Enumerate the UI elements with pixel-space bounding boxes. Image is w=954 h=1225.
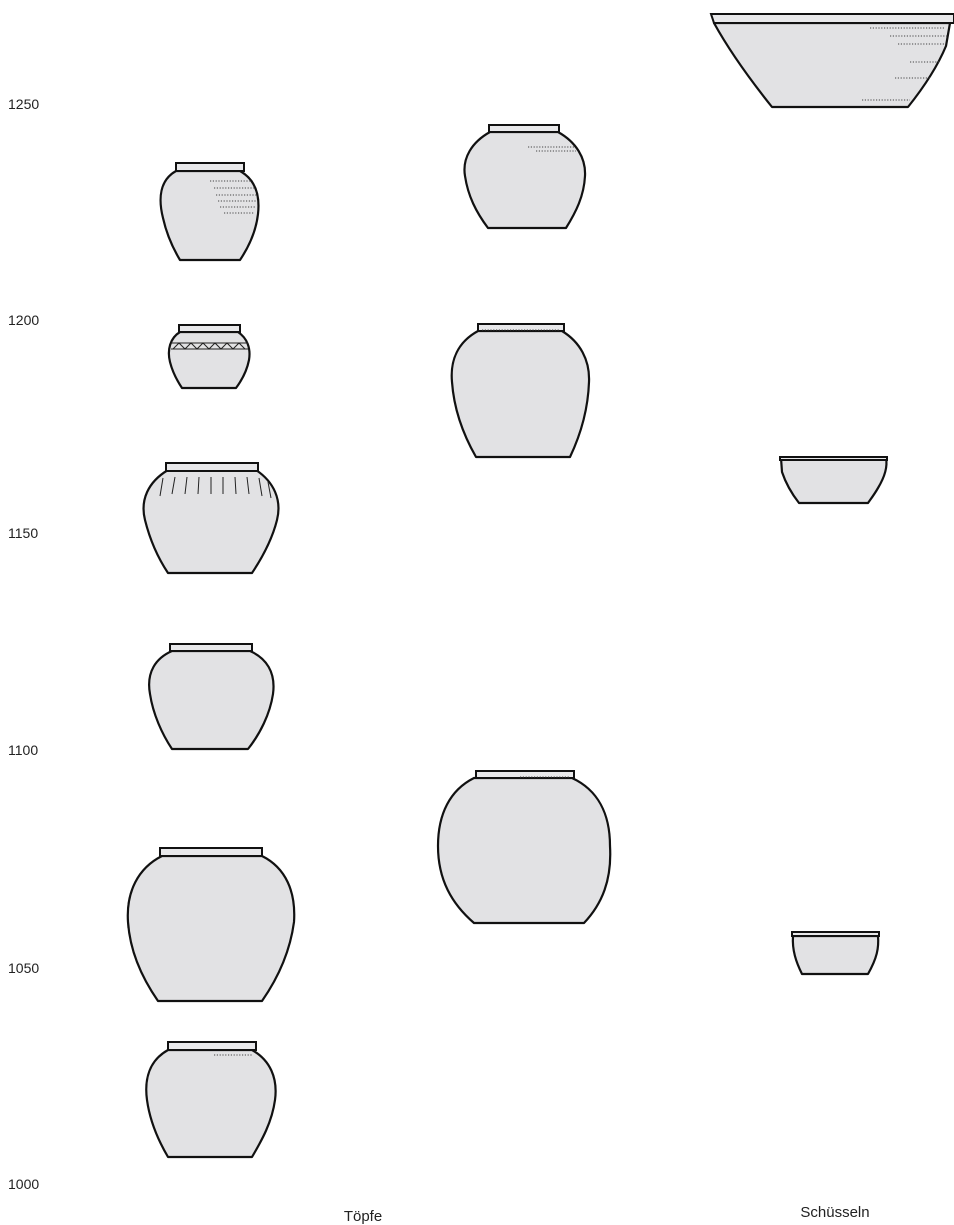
pot-drawing <box>128 848 294 1001</box>
pot-drawing <box>438 771 610 923</box>
pot-drawing <box>161 163 259 260</box>
pot-drawing <box>452 324 589 457</box>
column-label-bowls: Schüsseln <box>800 1205 869 1220</box>
pot-drawing <box>169 325 250 388</box>
pot-drawing <box>149 644 273 749</box>
pot-drawing <box>146 1042 275 1157</box>
pot-drawing <box>464 125 585 228</box>
bowl-drawing <box>780 457 887 503</box>
bowl-drawing <box>711 14 954 107</box>
pot-drawing <box>144 463 279 573</box>
bowl-drawing <box>792 932 879 974</box>
column-label-pots: Töpfe <box>344 1209 382 1224</box>
